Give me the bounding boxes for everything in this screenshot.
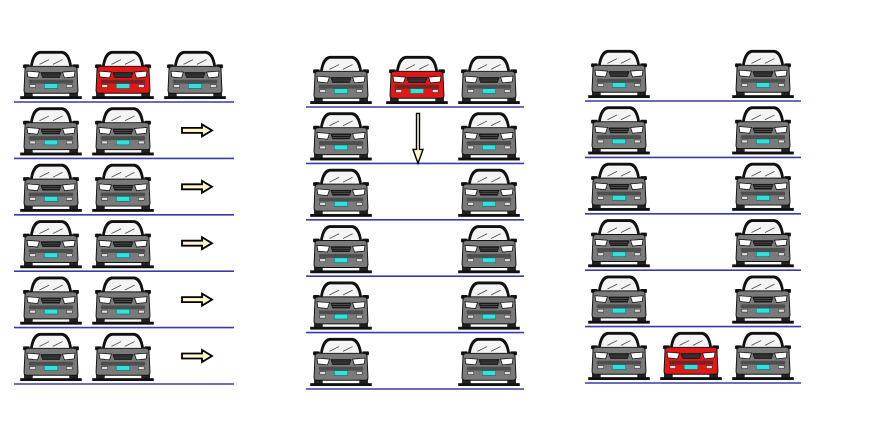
gray-car	[588, 275, 650, 325]
gray-car	[92, 163, 154, 213]
gray-car	[20, 332, 82, 382]
gray-car	[732, 218, 794, 268]
panel-2	[306, 55, 524, 390]
gray-car	[92, 106, 154, 156]
gray-car	[588, 49, 650, 99]
gray-car	[732, 49, 794, 99]
arrow-right-icon	[181, 235, 214, 251]
gray-car	[20, 106, 82, 156]
arrow-down-icon	[412, 112, 424, 166]
gray-car	[458, 281, 520, 331]
gray-car	[458, 55, 520, 105]
gray-car	[458, 224, 520, 274]
gray-car	[458, 111, 520, 161]
gray-car	[732, 331, 794, 381]
arrow-right-icon	[181, 348, 214, 364]
gray-car	[92, 332, 154, 382]
gray-car	[92, 219, 154, 269]
gray-car	[310, 168, 372, 218]
gray-car	[310, 224, 372, 274]
panel-1	[14, 50, 234, 385]
gray-car	[20, 50, 82, 100]
gray-car	[588, 331, 650, 381]
gray-car	[310, 111, 372, 161]
panel-3	[585, 49, 801, 384]
red-car	[92, 50, 154, 100]
gray-car	[20, 219, 82, 269]
red-car	[386, 55, 448, 105]
gray-car	[732, 275, 794, 325]
gray-car	[588, 218, 650, 268]
gray-car	[164, 50, 226, 100]
red-car	[660, 331, 722, 381]
gray-car	[20, 163, 82, 213]
gray-car	[732, 105, 794, 155]
gray-car	[458, 337, 520, 387]
gray-car	[92, 276, 154, 326]
arrow-right-icon	[181, 122, 214, 138]
gray-car	[20, 276, 82, 326]
arrow-right-icon	[181, 179, 214, 195]
gray-car	[588, 105, 650, 155]
gray-car	[588, 162, 650, 212]
gray-car	[310, 281, 372, 331]
gray-car	[310, 55, 372, 105]
arrow-right-icon	[181, 292, 214, 308]
gray-car	[458, 168, 520, 218]
gray-car	[732, 162, 794, 212]
gray-car	[310, 337, 372, 387]
